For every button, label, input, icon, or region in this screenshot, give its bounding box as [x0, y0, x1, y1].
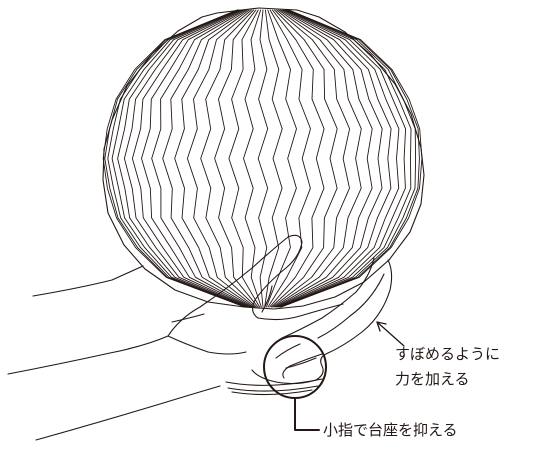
lantern-fold-line — [273, 9, 362, 308]
squeeze-instruction-line2: 力を加える — [395, 370, 470, 388]
lantern-fold-line — [272, 9, 351, 308]
squeeze-instruction-line1: すぼめるように — [395, 345, 501, 363]
lantern-fold-line — [280, 9, 420, 308]
lantern-fold-line — [162, 9, 253, 308]
lantern-fold-line — [267, 9, 311, 308]
lantern-fold-line — [279, 9, 407, 308]
diagonal-arrow-icon — [376, 321, 405, 347]
lantern-fold-line — [264, 9, 283, 308]
right-hand — [35, 257, 393, 441]
lantern-fold-line — [123, 9, 248, 308]
lantern-fold-line — [257, 9, 269, 308]
pinky-instruction: 小指で台座を抑える — [323, 421, 458, 439]
left-hand — [7, 234, 344, 375]
lantern-fold-line — [102, 9, 246, 308]
annotation-marks — [263, 321, 405, 431]
lantern-fold-line — [174, 9, 254, 308]
lantern-fold-line — [104, 9, 246, 308]
lantern-folds — [102, 9, 423, 308]
lantern-fold-line — [117, 9, 247, 308]
paper-lantern — [102, 7, 425, 310]
lantern-fold-line — [186, 9, 256, 308]
lantern-fold-line — [200, 9, 257, 308]
lantern-fold-line — [107, 9, 246, 308]
callout-leader-line — [294, 397, 320, 431]
lantern-fold-line — [265, 9, 297, 308]
lantern-fold-line — [141, 9, 250, 308]
lantern-fold-line — [276, 9, 383, 308]
arrow-head — [376, 321, 387, 332]
lantern-fold-line — [269, 9, 325, 308]
lantern-fold-line — [243, 9, 262, 308]
lantern-fold-line — [274, 9, 373, 308]
lantern-fold-line — [228, 9, 261, 308]
lantern-fold-line — [277, 9, 392, 308]
lantern-fold-line — [279, 9, 412, 308]
lantern-fold-line — [214, 9, 259, 308]
lantern-fold-line — [278, 9, 400, 308]
lantern-fold-line — [151, 9, 252, 308]
lantern-fold-line — [280, 9, 417, 308]
lantern-fold-line — [111, 9, 247, 308]
circle-callout-icon — [263, 335, 327, 399]
lantern-fold-line — [280, 9, 423, 308]
lantern-fold-line — [131, 9, 249, 308]
squeeze-instruction: すぼめるように 力を加える — [395, 342, 500, 392]
lantern-fold-line — [270, 9, 338, 308]
